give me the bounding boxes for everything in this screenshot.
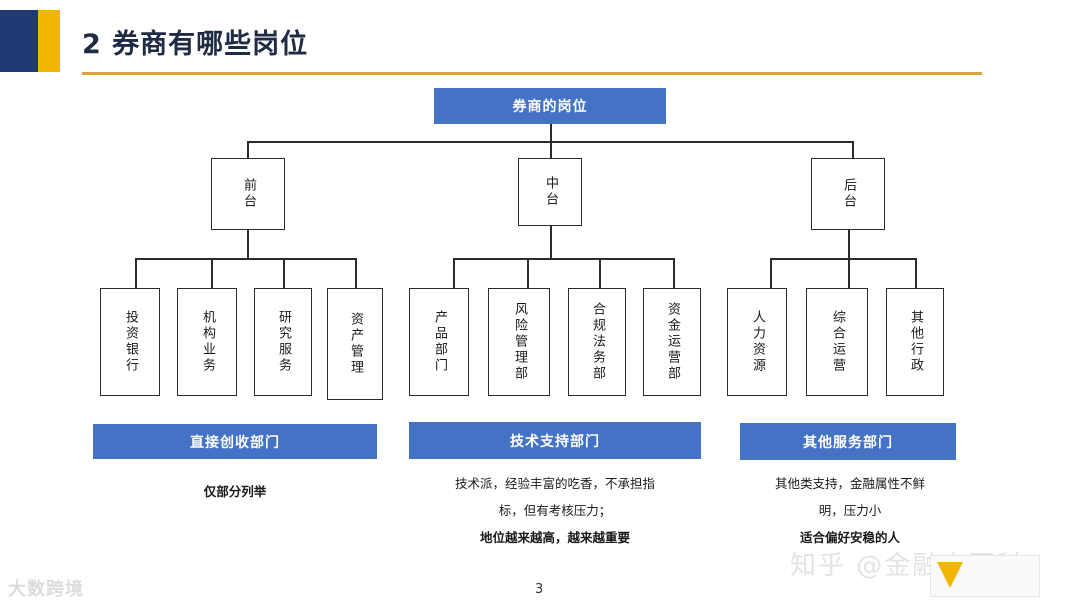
leaf-node: 投资银行 <box>100 288 160 396</box>
leaf-label: 机构业务 <box>200 310 215 374</box>
connector-front-down <box>247 230 249 258</box>
connector-back-down <box>848 230 850 258</box>
connector-middle-3 <box>599 258 601 288</box>
leaf-node: 研究服务 <box>254 288 312 396</box>
leaf-node: 资金运营部 <box>643 288 701 396</box>
leaf-label: 资产管理 <box>348 312 363 376</box>
category-desc-revenue: 仅部分列举 <box>93 478 377 505</box>
category-desc-support: 技术派，经验丰富的吃香，不承担指 标，但有考核压力； 地位越来越高，越来越重要 <box>405 470 705 551</box>
connector-front-4 <box>355 258 357 288</box>
category-desc-services: 其他类支持，金融属性不鲜 明，压力小 适合偏好安稳的人 <box>745 470 955 551</box>
header-accent-gold <box>38 10 60 72</box>
leaf-node: 综合运营 <box>806 288 868 396</box>
brand-logo <box>930 555 1040 597</box>
desc-line: 明，压力小 <box>818 503 882 518</box>
desc-highlight: 地位越来越高，越来越重要 <box>479 530 630 545</box>
leaf-label: 其他行政 <box>908 310 923 374</box>
connector-front-3 <box>283 258 285 288</box>
leaf-node: 合规法务部 <box>568 288 626 396</box>
desc-line: 仅部分列举 <box>203 484 267 499</box>
connector-back-3 <box>915 258 917 288</box>
leaf-label: 人力资源 <box>750 310 765 374</box>
logo-mark-icon <box>937 562 963 588</box>
group-label-back: 后台 <box>841 178 856 210</box>
desc-line: 其他类支持，金融属性不鲜 <box>774 476 925 491</box>
group-node-back: 后台 <box>811 158 885 230</box>
leaf-node: 人力资源 <box>727 288 787 396</box>
header-divider <box>82 72 982 75</box>
leaf-node: 机构业务 <box>177 288 237 396</box>
leaf-label: 风险管理部 <box>512 302 527 382</box>
root-node: 券商的岗位 <box>434 88 666 124</box>
leaf-label: 研究服务 <box>276 310 291 374</box>
group-node-front: 前台 <box>211 158 285 230</box>
group-label-middle: 中台 <box>543 176 558 208</box>
watermark-left: 大数跨境 <box>8 579 84 600</box>
connector-middle-4 <box>673 258 675 288</box>
category-banner-revenue: 直接创收部门 <box>93 424 377 459</box>
leaf-node: 风险管理部 <box>488 288 550 396</box>
leaf-label: 产品部门 <box>432 310 447 374</box>
leaf-node: 资产管理 <box>327 288 383 400</box>
group-label-front: 前台 <box>241 178 256 210</box>
leaf-label: 投资银行 <box>123 310 138 374</box>
leaf-label: 综合运营 <box>830 310 845 374</box>
leaf-label: 合规法务部 <box>590 302 605 382</box>
leaf-node: 其他行政 <box>886 288 944 396</box>
page-title: 2 券商有哪些岗位 <box>82 29 309 60</box>
connector-front-1 <box>135 258 137 288</box>
connector-front-horizontal <box>135 258 356 260</box>
connector-root-down <box>550 124 552 142</box>
connector-middle-2 <box>527 258 529 288</box>
page-number: 3 <box>535 582 544 597</box>
connector-back-1 <box>770 258 772 288</box>
connector-to-front <box>247 141 249 158</box>
desc-line: 技术派，经验丰富的吃香，不承担指 <box>454 476 655 491</box>
connector-back-horizontal <box>770 258 915 260</box>
category-banner-support: 技术支持部门 <box>409 422 701 459</box>
connector-middle-horizontal <box>453 258 674 260</box>
leaf-node: 产品部门 <box>409 288 469 396</box>
connector-front-2 <box>211 258 213 288</box>
connector-to-middle <box>550 141 552 158</box>
connector-back-2 <box>848 258 850 288</box>
connector-to-back <box>852 141 854 158</box>
header-accent-blue <box>0 10 38 72</box>
group-node-middle: 中台 <box>518 158 582 226</box>
category-banner-services: 其他服务部门 <box>740 423 956 460</box>
desc-highlight: 适合偏好安稳的人 <box>799 530 900 545</box>
connector-middle-1 <box>453 258 455 288</box>
desc-line: 标，但有考核压力； <box>498 503 612 518</box>
leaf-label: 资金运营部 <box>665 302 680 382</box>
connector-middle-down <box>550 226 552 258</box>
